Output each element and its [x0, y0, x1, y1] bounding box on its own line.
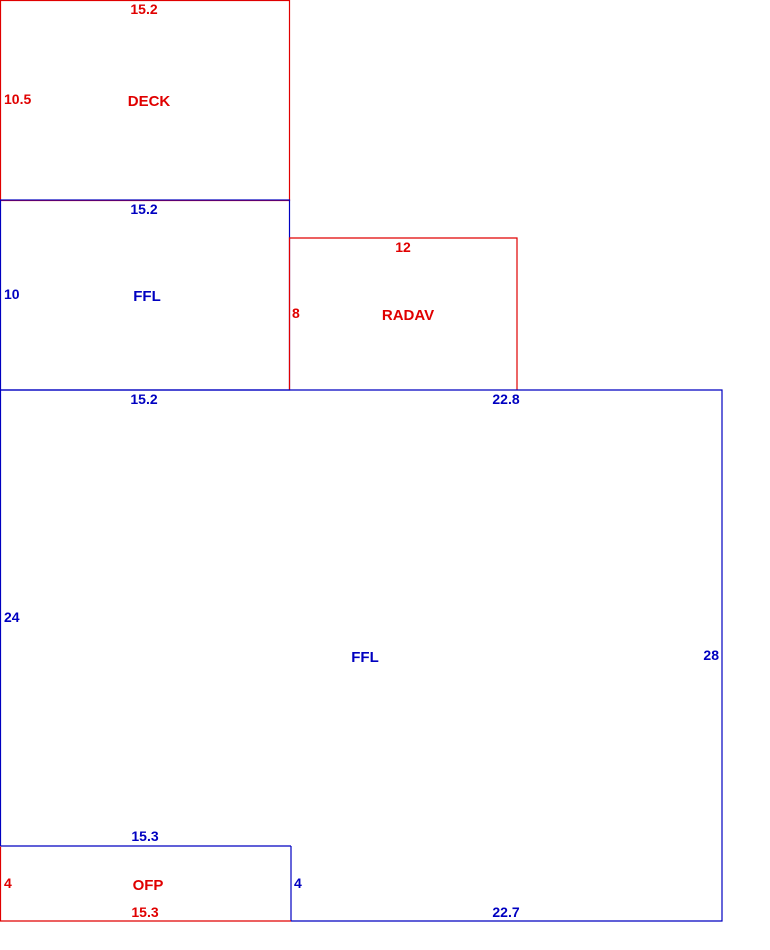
- ffl-main-left-dimension: 24: [4, 609, 20, 625]
- deck-area-label: DECK: [128, 93, 171, 110]
- radav-top-dimension: 12: [395, 239, 411, 255]
- ffl-main-outline: [0, 389, 723, 922]
- radav-left-dimension: 8: [292, 305, 300, 321]
- deck-left-dimension: 10.5: [4, 91, 31, 107]
- ffl-main-top-dimension: 22.8: [492, 391, 519, 407]
- ofp-top-dimension: 15.3: [131, 828, 158, 844]
- deck-top-dimension: 15.2: [130, 1, 157, 17]
- ffl-main-area-label: FFL: [351, 649, 379, 666]
- ffl-main-right-dimension: 28: [703, 647, 719, 663]
- ofp-right-dimension: 4: [294, 875, 302, 891]
- ffl-upper-top-dimension: 15.2: [130, 201, 157, 217]
- ofp-bottom-dimension: 15.3: [131, 904, 158, 920]
- ffl-upper-bottom-dimension: 15.2: [130, 391, 157, 407]
- ffl-upper-area-label: FFL: [133, 288, 161, 305]
- ffl-main-bottom-dimension: 22.7: [492, 904, 519, 920]
- radav-area-label: RADAV: [382, 307, 434, 324]
- radav-outline: [288, 237, 518, 390]
- ofp-left-dimension: 4: [4, 875, 12, 891]
- ffl-upper-left-dimension: 10: [4, 286, 20, 302]
- ofp-outline: [0, 846, 291, 922]
- ofp-area-label: OFP: [133, 877, 164, 894]
